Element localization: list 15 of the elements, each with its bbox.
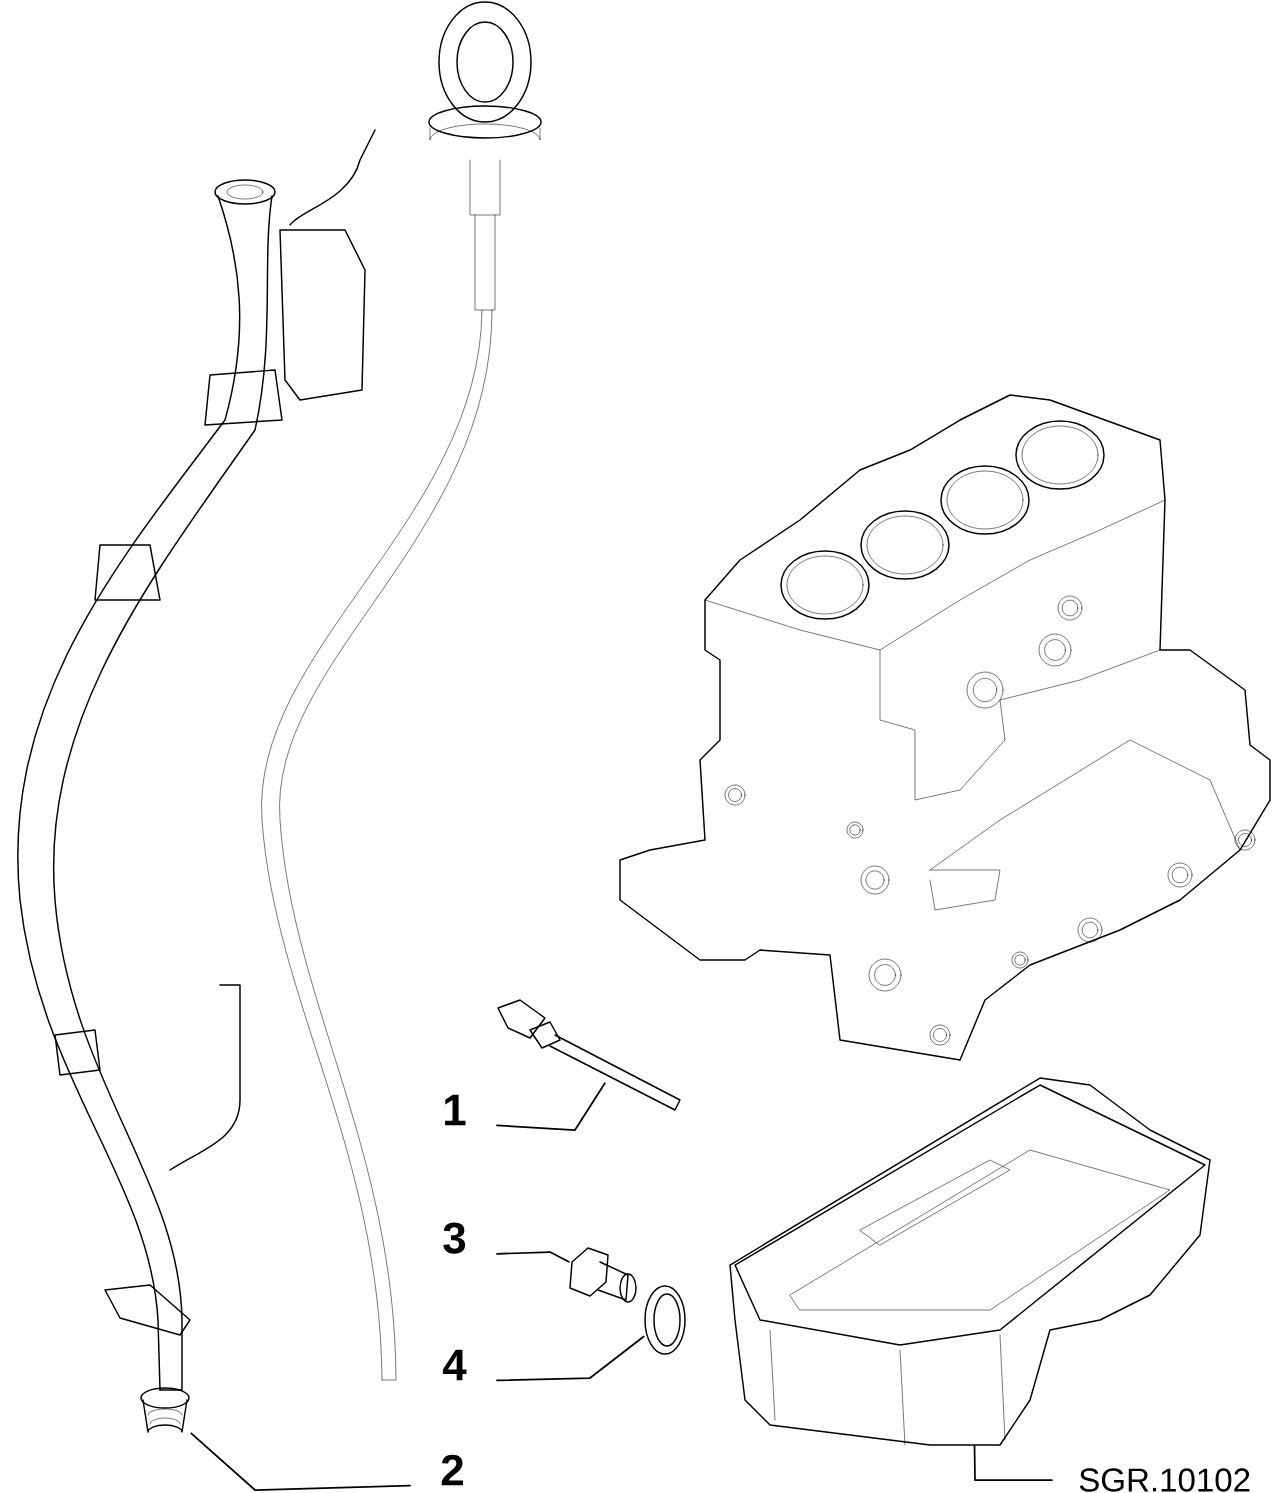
callout-number: 2	[441, 1454, 463, 1486]
washer-drawing	[644, 1285, 686, 1355]
callout-number: 1	[445, 1094, 466, 1126]
leader-line	[496, 1082, 606, 1131]
sensor-drawing	[497, 999, 681, 1111]
leader-line	[190, 1432, 411, 1491]
leader-line	[496, 1251, 570, 1263]
plug-drawing	[140, 1387, 190, 1433]
oil-pan-drawing	[729, 1077, 1211, 1446]
leader-line	[496, 1335, 645, 1382]
leader-line	[973, 1444, 1053, 1481]
callout-number: 4	[442, 1349, 467, 1381]
drain-plug-drawing	[569, 1247, 637, 1303]
drawing-number: SGR.10102	[1079, 1468, 1250, 1492]
callout-number: 3	[443, 1222, 466, 1254]
